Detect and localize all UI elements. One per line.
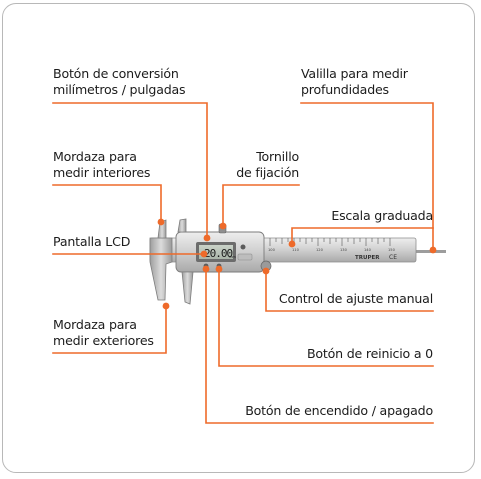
- dot-outer-jaw: [162, 302, 170, 310]
- svg-text:100: 100: [268, 248, 276, 252]
- dot-power-button: [202, 265, 210, 273]
- dot-lcd: [200, 250, 208, 258]
- leader-outer-jaw: [52, 305, 167, 354]
- label-line: Mordaza para: [53, 317, 137, 332]
- brand-logo: TRUPER: [355, 255, 380, 261]
- lcd-screen: [199, 245, 233, 259]
- label-graduated-scale: Escala graduada: [331, 208, 433, 223]
- dot-inner-jaw: [157, 218, 165, 226]
- label-outer-jaw: Mordaza para medir exteriores: [53, 317, 154, 349]
- svg-text:130: 130: [340, 248, 348, 252]
- leader-locking-screw: [222, 184, 300, 227]
- leader-depth-rod: [300, 102, 434, 251]
- label-line: milímetros / pulgadas: [53, 82, 186, 97]
- label-line: medir interiores: [53, 165, 151, 180]
- dot-thumb-roller: [262, 267, 270, 275]
- label-line: Botón de conversión: [53, 66, 179, 81]
- leader-dots: [157, 218, 437, 310]
- moving-outer-jaw: [181, 271, 194, 305]
- label-line: Tornillo: [256, 149, 299, 164]
- leader-conversion: [52, 102, 208, 239]
- label-line: Mordaza para: [53, 149, 137, 164]
- leader-lines: [52, 102, 434, 424]
- svg-text:120: 120: [316, 248, 324, 252]
- dot-conversion: [203, 234, 211, 242]
- leader-inner-jaw: [52, 184, 162, 223]
- dot-zero-button: [215, 265, 223, 273]
- svg-text:110: 110: [292, 248, 300, 252]
- label-line: profundidades: [301, 82, 389, 97]
- moving-inner-jaw: [177, 218, 187, 233]
- label-line: Valilla para medir: [301, 66, 408, 81]
- label-conversion-button: Botón de conversión milímetros / pulgada…: [53, 66, 186, 98]
- ce-mark: CE: [389, 254, 397, 261]
- scale-numbers: 100 110 120 130 140 150: [268, 248, 396, 252]
- label-depth-rod: Valilla para medir profundidades: [301, 66, 408, 98]
- fixed-jaw: [149, 237, 173, 301]
- label-line: de fijación: [236, 165, 299, 180]
- label-lcd-screen: Pantalla LCD: [53, 234, 131, 249]
- lcd-unit: mm: [229, 255, 236, 259]
- leader-thumb-roller: [265, 270, 434, 312]
- dot-scale: [288, 240, 296, 248]
- dot-locking-screw: [219, 222, 227, 230]
- label-power-button: Botón de encendido / apagado: [245, 403, 433, 418]
- label-thumb-roller: Control de ajuste manual: [278, 291, 433, 306]
- digital-caliper: 100 110 120 130 140 150 TRUPER CE 20.00 mm: [149, 218, 446, 305]
- label-line: medir exteriores: [53, 333, 154, 348]
- svg-text:140: 140: [364, 248, 372, 252]
- label-locking-screw: Tornillo de fijación: [236, 149, 299, 181]
- svg-text:150: 150: [388, 248, 396, 252]
- leader-scale: [291, 227, 434, 245]
- label-zero-button: Botón de reinicio a 0: [306, 346, 433, 361]
- label-inner-jaw: Mordaza para medir interiores: [53, 149, 150, 181]
- depth-rod: [410, 250, 446, 253]
- leader-power-button: [205, 268, 434, 424]
- slider-badge: [237, 253, 253, 261]
- dot-depth-rod: [429, 246, 437, 254]
- mm-inch-button: [240, 244, 246, 250]
- leader-zero-button: [218, 268, 434, 367]
- lcd-reading: 20.00: [204, 247, 232, 260]
